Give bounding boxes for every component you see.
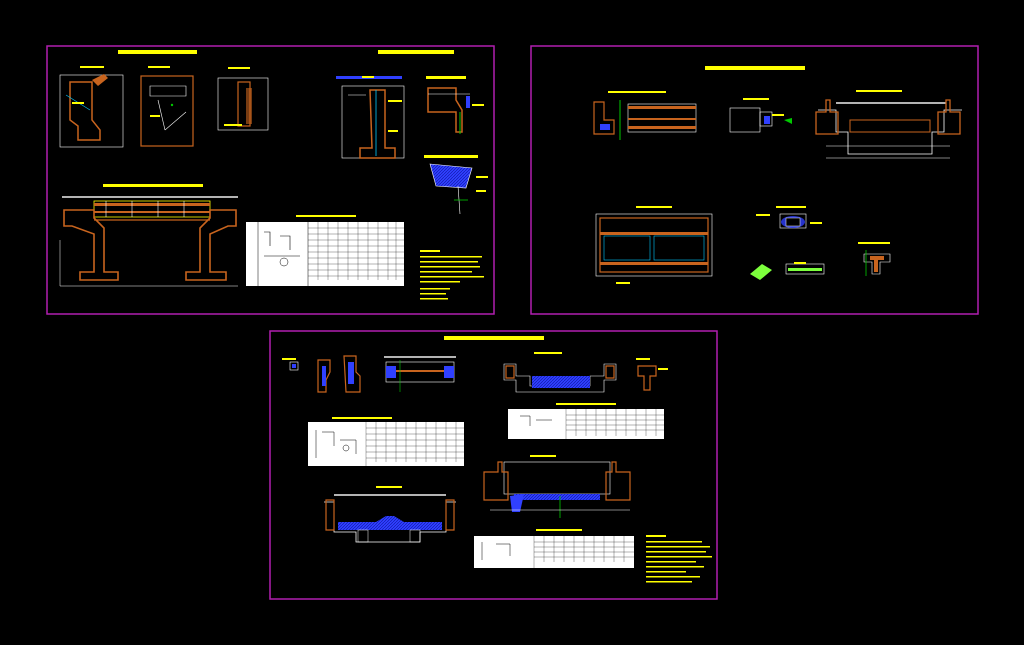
detail-corbel[interactable] <box>426 76 484 134</box>
sheet-3-title-bar <box>444 336 544 340</box>
sheet-3-frame <box>269 330 718 600</box>
detail-abutment-section-2[interactable] <box>140 66 194 147</box>
detail-channel-section[interactable] <box>324 486 456 543</box>
rebar-schedule-table-2[interactable] <box>508 403 664 439</box>
detail-drip-groove[interactable] <box>750 262 825 280</box>
detail-abutment-section-1[interactable] <box>59 66 124 148</box>
detail-deck-longitudinal[interactable] <box>593 91 697 140</box>
sheet-1-notes <box>420 250 484 300</box>
detail-box-culvert-section[interactable] <box>483 455 631 518</box>
detail-deck-cross-section[interactable] <box>815 90 962 159</box>
detail-wing-wall[interactable] <box>217 67 269 131</box>
detail-backwall-reinforcement[interactable] <box>424 155 488 215</box>
sheet-2[interactable] <box>530 45 979 315</box>
sheet-1-title-bar-right <box>378 50 454 54</box>
sheet-3[interactable] <box>269 330 718 600</box>
sheet-1-frame <box>46 45 495 315</box>
detail-joint-section[interactable] <box>503 352 668 393</box>
detail-parapet-sections[interactable] <box>282 355 456 393</box>
rebar-schedule-table-3[interactable] <box>308 417 464 466</box>
detail-bearing-seat[interactable] <box>729 98 792 133</box>
rebar-schedule-table-1[interactable] <box>246 215 404 286</box>
detail-retaining-section[interactable] <box>336 76 405 159</box>
sheet-2-title-bar <box>705 66 805 70</box>
detail-t-beam[interactable] <box>858 242 891 276</box>
detail-drainage-pipe[interactable] <box>756 206 822 229</box>
rebar-schedule-table-4[interactable] <box>474 529 634 568</box>
sheet-2-frame <box>530 45 979 315</box>
sheet-1[interactable] <box>46 45 495 315</box>
sheet-1-title-bar-left <box>118 50 197 54</box>
bridge-longitudinal-elevation[interactable] <box>59 184 238 287</box>
detail-slab-plan[interactable] <box>595 206 713 284</box>
sheet-3-notes <box>646 535 712 583</box>
